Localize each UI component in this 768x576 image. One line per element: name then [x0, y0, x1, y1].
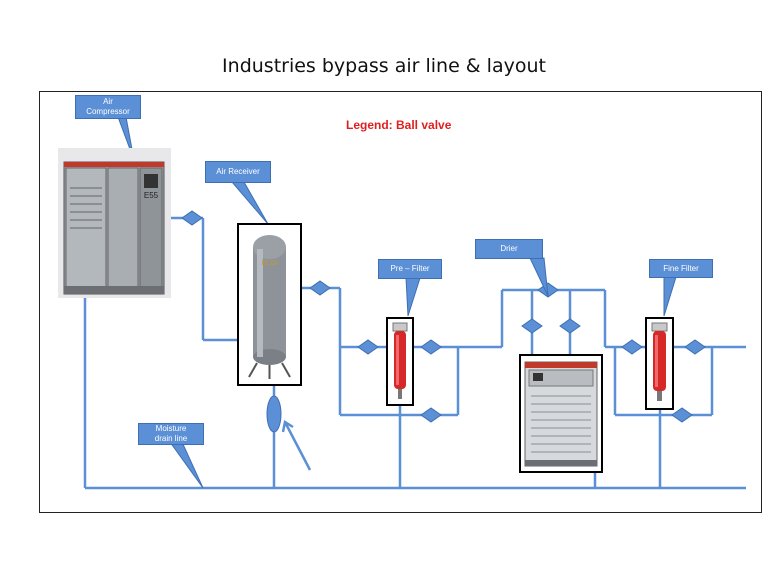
air-compressor-image: E55 — [58, 148, 171, 298]
valve-finefilter-out — [684, 339, 706, 355]
drier-drawing — [524, 361, 598, 467]
pre-filter-box — [386, 317, 414, 406]
fine-filter-drawing — [651, 322, 668, 401]
callout-air-compressor: Air Compressor — [75, 95, 141, 119]
drier-box — [519, 354, 603, 473]
valve-compressor — [181, 210, 203, 226]
valve-drier-out — [559, 318, 581, 334]
callout-fine-filter: Fine Filter — [649, 259, 713, 278]
valve-receiver-drain — [266, 395, 282, 433]
callout-pre-filter: Pre – Filter — [378, 259, 442, 279]
air-compressor-drawing: E55 — [63, 161, 165, 295]
ball-valves — [181, 210, 706, 433]
pre-filter-drawing — [392, 322, 408, 399]
air-receiver-box: ELGI — [237, 223, 302, 386]
valve-finefilter-bypass — [671, 407, 693, 423]
valve-drier-in — [521, 318, 543, 334]
diagram-title: Industries bypass air line & layout — [222, 55, 546, 77]
valve-finefilter-in — [621, 339, 643, 355]
diagram-frame — [39, 91, 762, 513]
valve-prefilter-in — [357, 339, 379, 355]
legend-text: Legend: Ball valve — [346, 118, 452, 132]
valve-receiver-out — [309, 280, 331, 296]
callout-drier: Drier — [475, 239, 543, 259]
callout-moisture-drain: Moisture drain line — [138, 423, 204, 445]
callout-air-receiver: Air Receiver — [205, 161, 271, 183]
compressor-model-label: E55 — [144, 191, 159, 200]
receiver-brand-label: ELGI — [262, 260, 278, 267]
valve-prefilter-out — [420, 339, 442, 355]
valve-prefilter-bypass — [420, 407, 442, 423]
fine-filter-box — [645, 317, 674, 410]
air-receiver-drawing: ELGI — [248, 235, 291, 379]
